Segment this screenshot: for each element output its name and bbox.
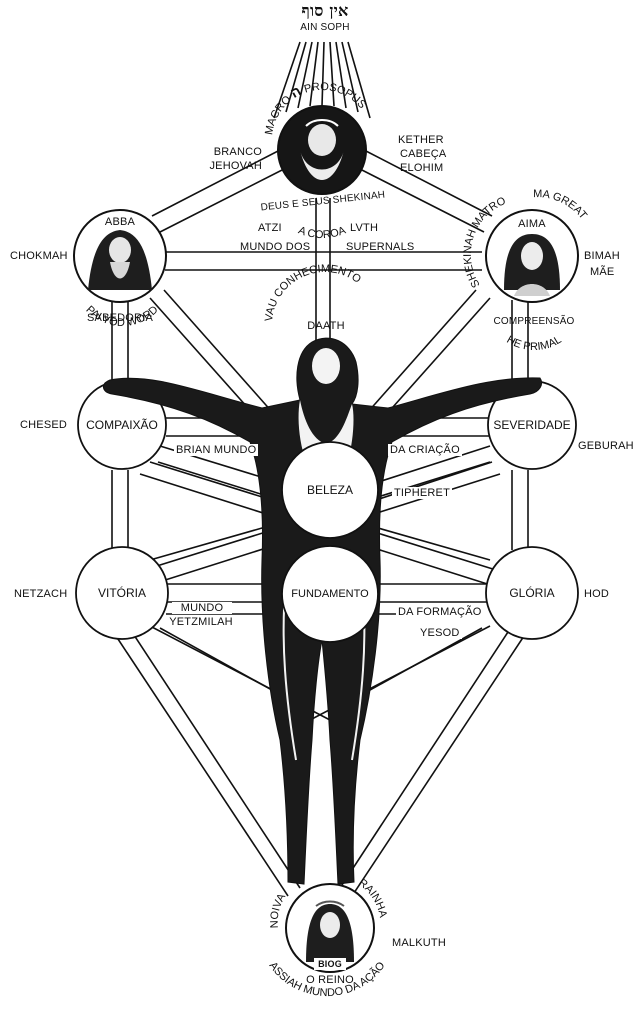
ain-soph-label: AIN SOPH xyxy=(300,22,350,33)
ain-soph-rays-icon xyxy=(273,41,371,119)
hod-name: HOD xyxy=(584,588,610,600)
lvth-label: LVTH xyxy=(350,222,379,234)
mundo-label: MUNDO xyxy=(172,602,232,614)
biog-label: BIOG xyxy=(314,958,346,970)
kether-left-line-2: JEHOVAH xyxy=(209,160,262,172)
bride-portrait-icon xyxy=(285,883,375,973)
vitoria-title: VITÓRIA xyxy=(97,586,147,600)
fundamento-title: FUNDAMENTO xyxy=(291,588,369,600)
da-formacao-label: DA FORMAÇÃO xyxy=(396,606,484,618)
aima-portrait-icon xyxy=(485,209,579,303)
ain-soph-hebrew: אין סוף xyxy=(301,1,349,20)
aima-title: AIMA xyxy=(518,218,546,230)
daath-arc: VAU CONHECIMENTO xyxy=(263,263,363,322)
sabedoria-label: SABEDORIA xyxy=(87,312,153,324)
netzach-name: NETZACH xyxy=(14,588,68,600)
hod-circle xyxy=(485,546,579,640)
o-reino-label: O REINO xyxy=(306,974,354,986)
abba-portrait-icon xyxy=(73,209,167,303)
brian-mundo-label: BRIAN MUNDO xyxy=(174,444,259,456)
chokmah-name: CHOKMAH xyxy=(10,250,68,262)
mundo-dos-label: MUNDO DOS xyxy=(240,241,311,253)
yesod-circle xyxy=(281,545,379,643)
atzi-label: ATZI xyxy=(258,222,282,234)
geburah-name: GEBURAH xyxy=(578,440,634,452)
netzach-circle xyxy=(75,546,169,640)
severidade-title: SEVERIDADE xyxy=(493,418,571,432)
kether-right-line-1: KETHER xyxy=(398,134,444,146)
yesod-name: YESOD xyxy=(418,627,462,639)
malkuth-name: MALKUTH xyxy=(392,937,446,949)
tiphareth-circle xyxy=(281,441,379,539)
kether-below-arc-1: A COROA xyxy=(297,224,349,241)
kether-right-line-2: CABEÇA xyxy=(400,148,447,160)
macroprosopus-portrait-icon xyxy=(277,105,367,195)
binah-below-arc: HE PRIMAL xyxy=(504,334,563,353)
beleza-title: BELEZA xyxy=(306,483,354,497)
mae-label: MÃE xyxy=(590,266,615,278)
compaixao-title: COMPAIXÃO xyxy=(86,418,158,432)
bimah-label: BIMAH xyxy=(584,250,620,262)
chesed-name: CHESED xyxy=(20,419,68,431)
compreensao-label: COMPREENSÃO xyxy=(493,316,575,327)
supernals-label: SUPERNALS xyxy=(346,241,415,253)
gloria-title: GLÓRIA xyxy=(509,586,555,600)
daath-label: DAATH xyxy=(307,320,345,332)
yetzmilah-label: YETZMILAH xyxy=(164,616,238,628)
kether-right-line-3: ELOHIM xyxy=(400,162,444,174)
tiphereth-name: TIPHERET xyxy=(392,487,452,499)
da-criacao-label: DA CRIAÇÃO xyxy=(388,444,462,456)
kether-left-line-1: BRANCO xyxy=(213,146,262,158)
sephiroth-circles xyxy=(75,380,579,640)
abba-title: ABBA xyxy=(104,216,136,228)
